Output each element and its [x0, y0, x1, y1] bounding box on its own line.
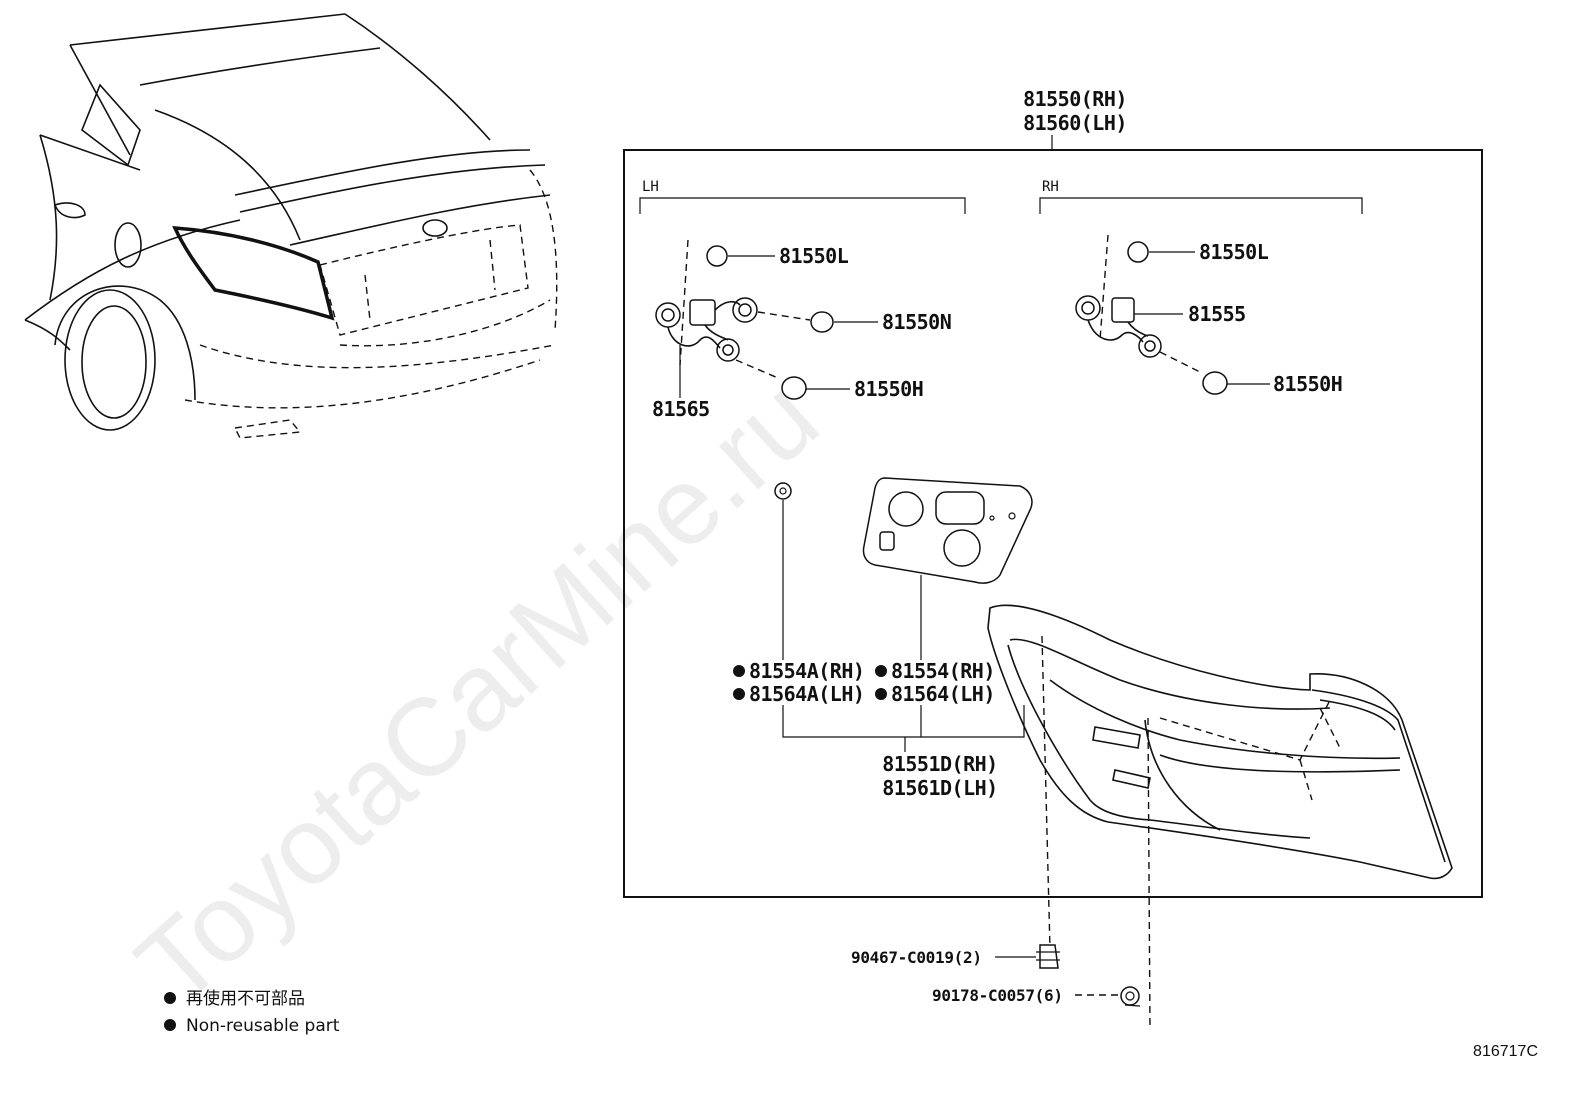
lh-socket-label: 81565 [652, 397, 710, 421]
nut-icon [1120, 986, 1140, 1006]
car-rear-illustration [24, 13, 558, 439]
nut-label: 90178-C0057(6) [932, 986, 1063, 1005]
legend-dot-icon [164, 992, 176, 1004]
small-seal-icon [774, 482, 792, 500]
legend-japanese: 再使用不可部品 [186, 988, 305, 1009]
clip-label: 90467-C0019(2) [851, 948, 982, 967]
lh-bulb-l-label: 81550L [779, 244, 849, 268]
non-reusable-dot [875, 688, 887, 700]
lens-rh-label: 81551D(RH) [882, 752, 997, 776]
legend-english: Non-reusable part [186, 1016, 340, 1036]
rh-bracket [1039, 197, 1363, 214]
non-reusable-dot [733, 665, 745, 677]
lh-bulb-h-label: 81550H [854, 377, 923, 401]
lh-side-label: LH [642, 179, 659, 195]
assembly-part-rh: 81550(RH) [1023, 87, 1127, 111]
lh-bulb-l-icon [706, 245, 728, 267]
lens-housing [987, 604, 1453, 880]
legend-dot-icon [164, 1019, 176, 1031]
gasket-group: 81554A(RH) 81564A(LH) 81554(RH) 81564(LH… [733, 477, 1033, 800]
assembly-frame [623, 149, 1483, 898]
lh-bulb-h-icon [781, 376, 807, 400]
clip-icon [1039, 944, 1059, 969]
lh-bulb-n-label: 81550N [882, 310, 951, 334]
rh-socket-group: 81550L 81555 81550H [1075, 234, 1343, 396]
diagram-reference-code: 816717C [1473, 1043, 1538, 1060]
lh-bracket [639, 197, 966, 214]
gasket-b-rh-label: 81554(RH) [891, 659, 995, 683]
watermark: ToyotaCarMine.ru [114, 356, 841, 1028]
lh-socket-group: 81550L 81550N 81550H 81565 [652, 239, 952, 421]
rh-socket-label: 81555 [1188, 302, 1246, 326]
fasteners: 90467-C0019(2) 90178-C0057(6) [851, 635, 1151, 1031]
gasket-b-lh-label: 81564(LH) [891, 682, 995, 706]
non-reusable-dot [875, 665, 887, 677]
rh-side-label: RH [1042, 179, 1059, 195]
rh-bulb-l-icon [1127, 241, 1149, 263]
rh-bulb-l-label: 81550L [1199, 240, 1269, 264]
rh-bulb-h-icon [1202, 371, 1228, 395]
lh-bulb-n-icon [810, 311, 834, 333]
assembly-part-lh: 81560(LH) [1023, 111, 1127, 135]
gasket-a-rh-label: 81554A(RH) [749, 659, 864, 683]
legend: 再使用不可部品 Non-reusable part [164, 988, 340, 1036]
rh-bulb-h-label: 81550H [1273, 372, 1342, 396]
lens-lh-label: 81561D(LH) [882, 776, 997, 800]
non-reusable-dot [733, 688, 745, 700]
gasket-a-lh-label: 81564A(LH) [749, 682, 864, 706]
